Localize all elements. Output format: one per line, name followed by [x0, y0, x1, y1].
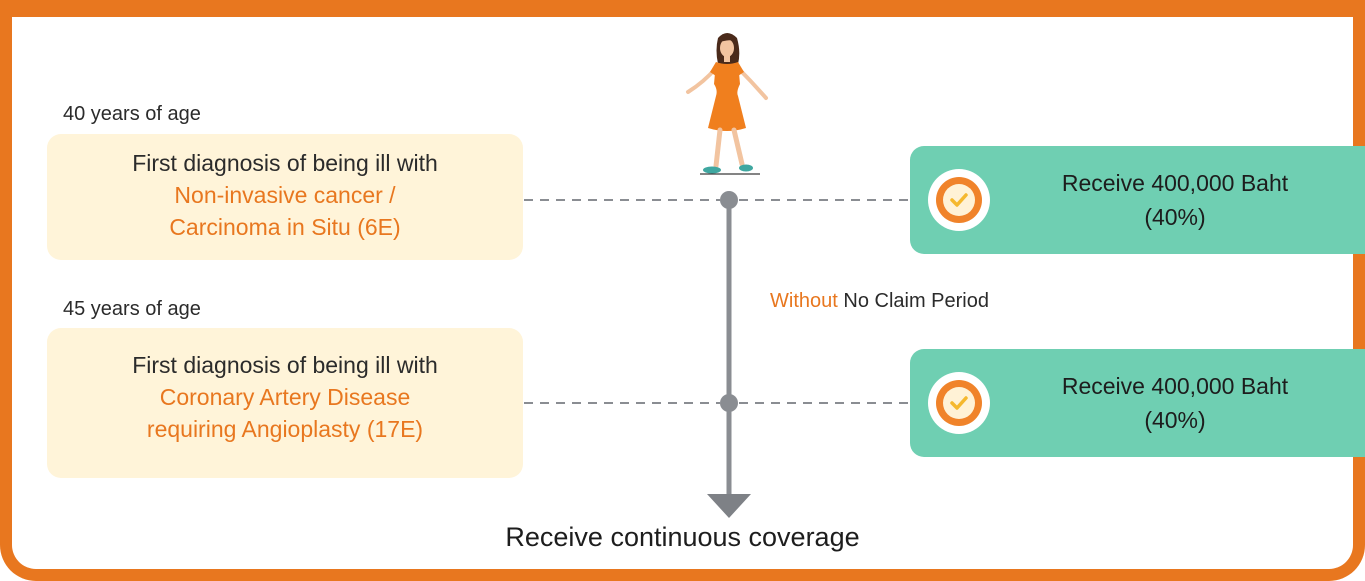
top-bar: [0, 0, 1365, 17]
benefit-amount-2: Receive 400,000 Baht: [1061, 373, 1289, 399]
condition-name-1b: Carcinoma in Situ (6E): [169, 214, 401, 240]
condition-name-2b: requiring Angioplasty (17E): [146, 416, 424, 442]
condition-card-1: First diagnosis of being ill with Non-in…: [47, 134, 523, 260]
age-label-2: 45 years of age: [63, 298, 201, 320]
condition-card-2: First diagnosis of being ill with Corona…: [47, 328, 523, 478]
benefit-percent-1: (40%): [1144, 204, 1206, 230]
timeline-node-2: [720, 394, 738, 412]
condition-name-1a: Non-invasive cancer /: [174, 182, 396, 208]
condition-lead-2: First diagnosis of being ill with: [132, 352, 438, 378]
note-rest: No Claim Period: [843, 290, 989, 312]
timeline-node-1: [720, 191, 738, 209]
check-badge-icon: [928, 169, 990, 231]
condition-lead-1: First diagnosis of being ill with: [132, 150, 438, 176]
benefit-percent-2: (40%): [1144, 407, 1206, 433]
benefit-text-2: Receive 400,000 Baht (40%): [1010, 369, 1340, 437]
check-badge-icon: [928, 372, 990, 434]
condition-name-2a: Coronary Artery Disease: [159, 384, 411, 410]
benefit-text-1: Receive 400,000 Baht (40%): [1010, 166, 1340, 234]
footer-caption: Receive continuous coverage: [505, 522, 860, 552]
benefit-card-2: Receive 400,000 Baht (40%): [910, 349, 1365, 457]
age-label-1: 40 years of age: [63, 103, 201, 125]
woman-illustration: [686, 33, 768, 175]
claim-period-note: Without No Claim Period: [770, 290, 989, 313]
benefit-amount-1: Receive 400,000 Baht: [1061, 170, 1289, 196]
timeline-arrowhead: [707, 494, 751, 518]
note-highlight: Without: [770, 290, 838, 312]
benefit-card-1: Receive 400,000 Baht (40%): [910, 146, 1365, 254]
